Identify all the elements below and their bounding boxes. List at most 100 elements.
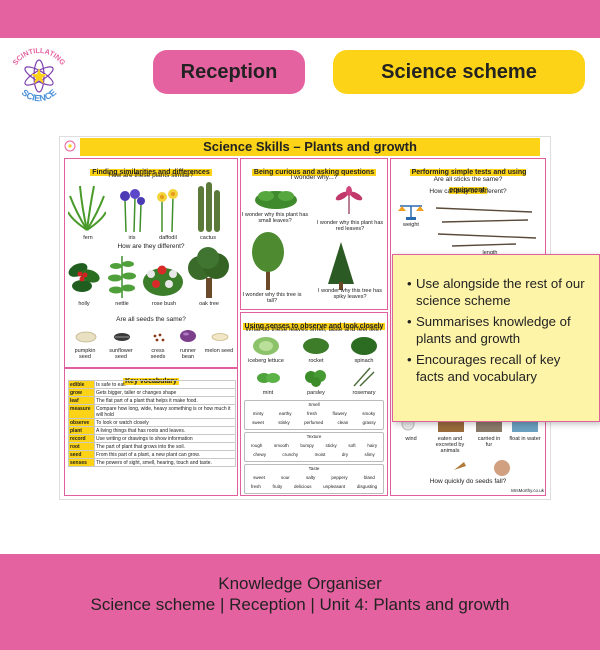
word: bland (363, 475, 375, 480)
word: crunchy (282, 452, 299, 457)
vocab-word: seed (68, 450, 95, 459)
plant-label: oak tree (199, 301, 219, 307)
question: How are these plants similar? (108, 172, 194, 179)
red-leaves-plant-image (335, 186, 363, 214)
daffodil-image (157, 189, 178, 232)
vocab-definition: The flat part of a plant that helps it m… (94, 396, 236, 405)
sheet-footer-credit: MrsMorthy.co.uk (511, 488, 544, 493)
word: chewy (253, 452, 266, 457)
sticks-image (435, 207, 537, 247)
leaf-label: mint (262, 390, 274, 396)
word: fruity (272, 484, 283, 489)
runner-bean-image (180, 330, 196, 342)
word: minty (252, 411, 264, 416)
question: I wonder why...? (290, 174, 338, 181)
holly-image (68, 263, 100, 292)
falling-seeds-image (454, 460, 510, 476)
question: How quickly do seeds fall? (429, 478, 507, 485)
iceberg-lettuce-image (253, 337, 279, 355)
word-group-title: Texture (306, 434, 322, 439)
word-group-title: Taste (308, 466, 320, 471)
rose-bush-image (143, 265, 183, 296)
spiky-tree-image (328, 242, 354, 290)
sheet-logo-icon (64, 140, 76, 152)
cress-seeds-image (153, 333, 165, 342)
plant-label: rose bush (151, 301, 177, 307)
word: delicious (293, 484, 312, 489)
plant-label: nettle (115, 301, 129, 307)
length-label: length (482, 250, 498, 256)
weighing-scale-icon (398, 205, 424, 220)
panel-heading: Being curious and asking questions (251, 169, 377, 176)
vocab-word: measure (68, 404, 95, 419)
seed-label: cress seeds (150, 348, 166, 360)
vocab-word: observe (68, 418, 95, 427)
vocab-word: edible (68, 380, 95, 389)
scintillating-science-logo: SCINTILLATING SCIENCE (11, 46, 68, 103)
plant-label: iris (128, 235, 136, 241)
question: What do these leaves smell, taste and fe… (245, 326, 383, 333)
resource-type: Knowledge Organiser (218, 574, 382, 593)
plant-label: daffodil (159, 235, 177, 241)
question: How are they different? (117, 243, 185, 250)
word: sweet (253, 475, 265, 480)
vocab-definition: A living things that has roots and leave… (94, 426, 236, 435)
dispersal-label: eaten and excreted by animals (435, 436, 465, 454)
vocab-definition: The part of plant that grows into the so… (94, 442, 236, 451)
svg-text:SCINTILLATING: SCINTILLATING (11, 46, 68, 67)
sheet-title: Science Skills – Plants and growth (80, 138, 540, 156)
wonder-text: I wonder why this tree has spiky leaves? (318, 288, 382, 300)
word: perfumed (304, 420, 324, 425)
melon-seed-image (211, 333, 229, 341)
leaf-label: spinach (354, 358, 374, 364)
plant-label: holly (78, 301, 90, 307)
sunflower-seed-image (114, 333, 130, 341)
word: flowery (332, 411, 347, 416)
seed-label: sunflower seed (109, 348, 133, 360)
word: smoky (362, 411, 376, 416)
leaf-label: rocket (308, 358, 324, 364)
word: hairy (367, 443, 378, 448)
dispersal-label: carried in fur (477, 436, 501, 448)
nettle-image (108, 256, 136, 298)
seed-label: melon seed (204, 348, 234, 354)
oak-tree-image (188, 247, 229, 298)
word: soft (348, 443, 356, 448)
panel-heading: Using senses to observe and look closely (242, 323, 386, 330)
wonder-text: I wonder why this plant has small leaves… (241, 212, 309, 224)
weight-label: weight (403, 222, 419, 228)
wonder-text: I wonder why this plant has red leaves? (316, 220, 384, 232)
svg-text:SCIENCE: SCIENCE (20, 87, 59, 103)
word: stinky (278, 420, 290, 425)
bottom-band (0, 554, 600, 650)
word: bumpy (300, 443, 314, 448)
word: sweet (252, 420, 264, 425)
word: rough (250, 443, 263, 448)
vocab-word: root (68, 442, 95, 451)
word-group-title: Smell (308, 402, 320, 407)
vocab-word: plant (68, 426, 95, 435)
word: sour (281, 475, 290, 480)
word: dry (341, 452, 349, 457)
question: How can they be different? (429, 188, 507, 195)
resource-subtitle: Science scheme | Reception | Unit 4: Pla… (90, 595, 510, 614)
word: slimy (364, 452, 375, 457)
cactus-image (198, 182, 220, 232)
leaf-label: parsley (307, 390, 325, 396)
vocab-definition: Compare how long, wide, heavy something … (94, 404, 236, 419)
note-bullet: Encourages recall of key facts and vocab… (407, 351, 587, 385)
vocab-definition: The powers of sight, smell, hearing, tou… (94, 458, 236, 467)
plant-label: fern (83, 235, 93, 241)
word: sticky (325, 443, 337, 448)
vocab-definition: From this part of a plant, a new plant c… (94, 450, 236, 459)
